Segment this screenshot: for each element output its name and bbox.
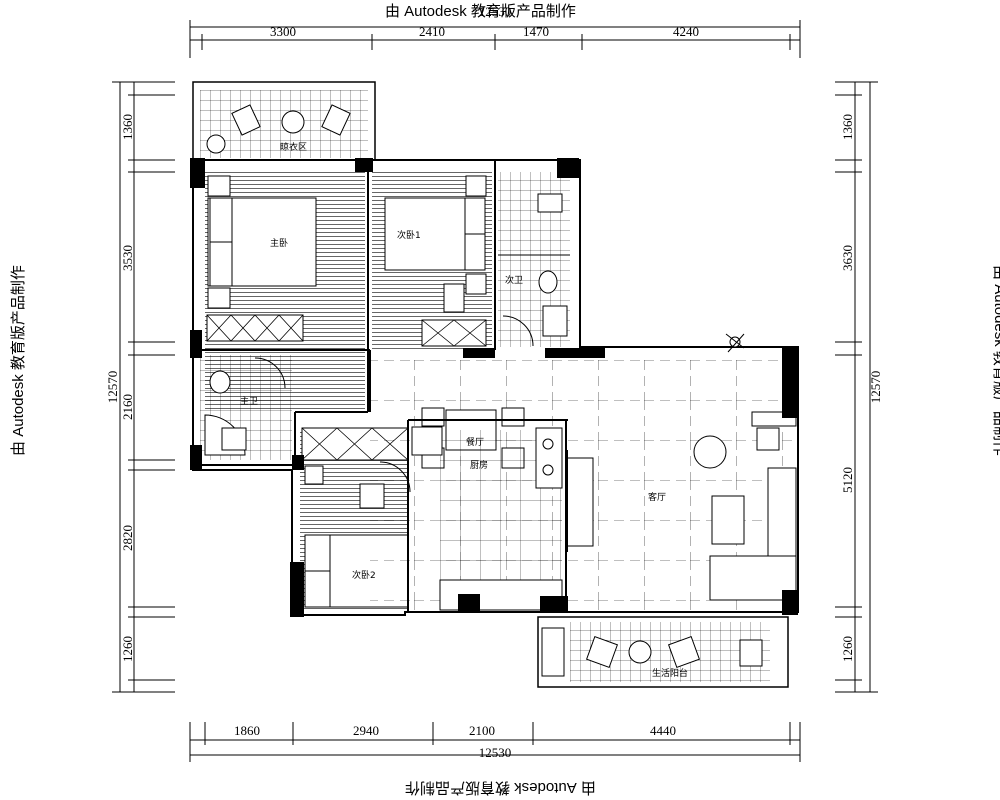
dim-left-seg: 2160 <box>120 394 135 420</box>
kitchen <box>411 426 563 611</box>
dim-right-labels: 1360 3630 5120 1260 12570 <box>840 114 883 662</box>
dim-top-total: 12530 <box>479 4 512 19</box>
room-label-master-bath: 主卫 <box>240 395 258 407</box>
dimension-chain-left <box>112 81 175 693</box>
room-label-second-bath: 次卫 <box>505 274 523 286</box>
dim-bottom-seg: 2940 <box>353 723 379 738</box>
dim-top-seg: 1470 <box>523 24 549 39</box>
dim-left-seg: 2820 <box>120 525 135 551</box>
dim-bottom-seg: 2100 <box>469 723 495 738</box>
dim-top-seg: 4240 <box>673 24 699 39</box>
room-label-living: 客厅 <box>648 491 666 503</box>
dim-left-seg: 1260 <box>120 636 135 662</box>
room-label-second-bedroom-2: 次卧2 <box>352 569 376 581</box>
room-label-balcony: 生活阳台 <box>652 667 688 679</box>
room-label-laundry: 晾衣区 <box>280 141 307 153</box>
laundry-area <box>192 81 376 161</box>
person-figure <box>725 333 745 353</box>
dim-bottom-seg: 4440 <box>650 723 676 738</box>
dim-left-seg: 1360 <box>120 114 135 140</box>
room-label-second-bedroom-1: 次卧1 <box>397 229 421 241</box>
living-balcony <box>537 616 789 688</box>
room-label-kitchen: 厨房 <box>470 459 488 471</box>
dim-top-seg: 3300 <box>270 24 296 39</box>
dim-right-seg: 5120 <box>840 467 855 493</box>
dimension-chain-top <box>189 20 801 58</box>
walls <box>192 159 799 616</box>
second-bath <box>498 172 570 347</box>
second-bedroom-1 <box>372 172 492 352</box>
dim-right-seg: 3630 <box>840 245 855 271</box>
dim-right-seg: 1360 <box>840 114 855 140</box>
dim-right-total: 12570 <box>868 371 883 404</box>
dim-left-total: 12570 <box>105 371 120 404</box>
dimension-chain-bottom <box>189 722 801 762</box>
columns <box>190 158 798 617</box>
dim-right-seg: 1260 <box>840 636 855 662</box>
dim-bottom-seg: 1860 <box>234 723 260 738</box>
dimension-chain-right <box>835 81 878 693</box>
watermark-top: 由 Autodesk 教育版产品制作 <box>385 3 576 20</box>
room-label-master-bedroom: 主卧 <box>270 237 288 249</box>
dim-top-seg: 2410 <box>419 24 445 39</box>
dim-bottom-total: 12530 <box>479 745 512 760</box>
dim-left-labels: 1360 3530 2160 2820 1260 12570 <box>105 114 135 662</box>
dim-left-seg: 3530 <box>120 245 135 271</box>
living-dining-area <box>370 360 798 610</box>
master-bath <box>200 355 292 460</box>
